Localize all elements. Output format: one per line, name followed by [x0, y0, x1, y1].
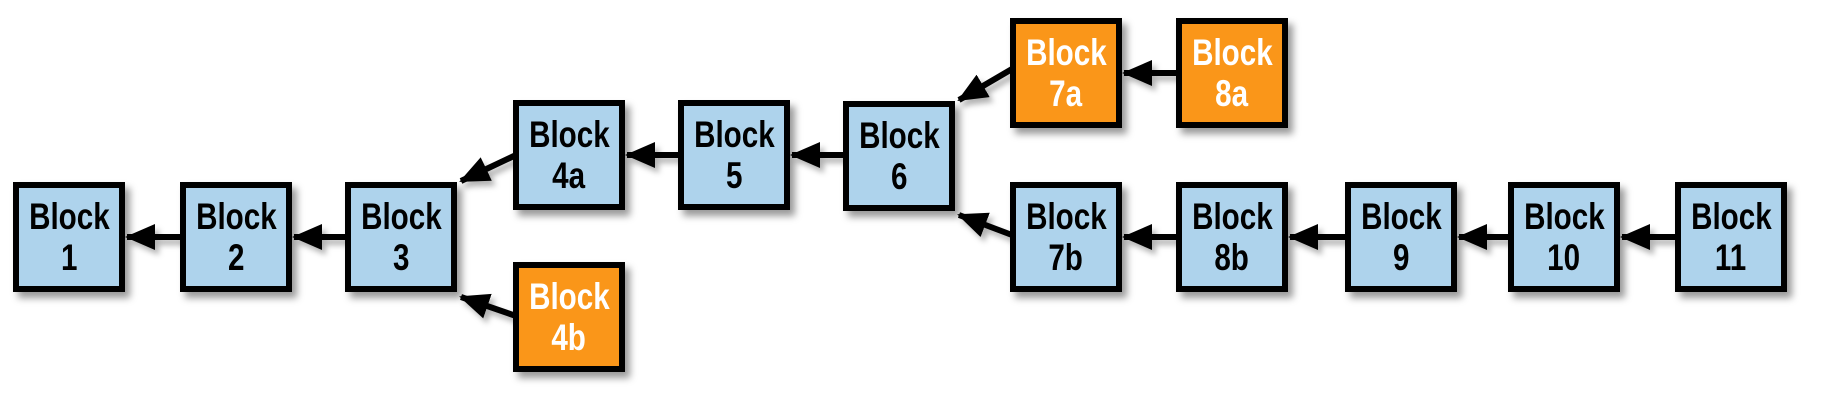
block-1-label-number: 1: [60, 237, 78, 278]
block-9-label-word: Block: [1360, 196, 1442, 237]
arrow-block-7a-to-block-6: [957, 66, 1014, 103]
block-3-label-word: Block: [360, 196, 442, 237]
block-4a-label-word: Block: [528, 114, 610, 155]
block-7b-label-word: Block: [1025, 196, 1107, 237]
block-7a-label-word: Block: [1025, 32, 1107, 73]
block-8b-label-word: Block: [1191, 196, 1273, 237]
block-7b-label-number: 7b: [1048, 237, 1084, 278]
block-5-label-word: Block: [693, 114, 775, 155]
block-10-label-word: Block: [1523, 196, 1605, 237]
block-9-label-number: 9: [1392, 237, 1410, 278]
block-5-label-number: 5: [725, 155, 743, 196]
block-8b-label-number: 8b: [1214, 237, 1250, 278]
arrow-block-7b-to-block-6: [957, 212, 1014, 238]
block-11-label-number: 11: [1715, 237, 1747, 278]
block-10-label-number: 10: [1547, 237, 1581, 278]
block-4b-label-word: Block: [528, 276, 610, 317]
block-3-label-number: 3: [392, 237, 410, 278]
arrow-block-4b-to-block-3: [459, 293, 517, 319]
block-11-label-word: Block: [1690, 196, 1772, 237]
block-8a-label-number: 8a: [1215, 73, 1249, 114]
block-6-label-number: 6: [890, 156, 908, 197]
block-2-label-word: Block: [195, 196, 277, 237]
arrow-block-4a-to-block-3: [459, 152, 518, 184]
block-2-label-number: 2: [227, 237, 245, 278]
block-1-label-word: Block: [28, 196, 110, 237]
block-7a-label-number: 7a: [1049, 73, 1083, 114]
block-8a-label-word: Block: [1191, 32, 1273, 73]
block-4b-label-number: 4b: [551, 317, 587, 358]
block-4a-label-number: 4a: [552, 155, 586, 196]
block-6-label-word: Block: [858, 115, 940, 156]
